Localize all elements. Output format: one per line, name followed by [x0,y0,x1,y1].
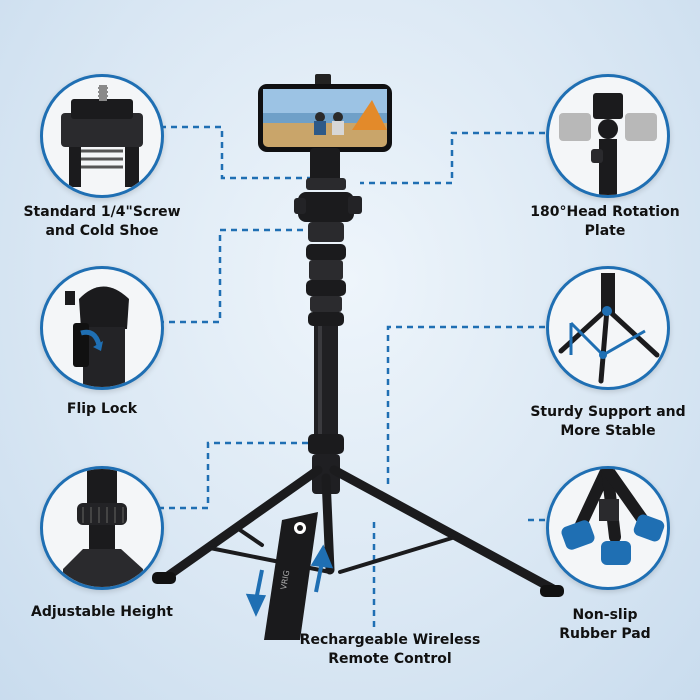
remote-control: VRIG [264,512,318,640]
head-label-line1: 180°Head Rotation [530,204,680,220]
support-label: Sturdy Support and More Stable [518,403,698,441]
flip-lock-label: Flip Lock [14,400,190,419]
head-rotation-label: 180°Head Rotation Plate [515,203,695,241]
support-callout [546,266,670,390]
rubber-pad-callout [546,466,670,590]
pad-label-line1: Non-slip [572,607,638,623]
screw-label-line2: and Cold Shoe [45,223,159,239]
height-arrows [245,544,334,617]
height-label-line1: Adjustable Height [31,604,173,620]
phone-image [258,74,392,152]
head-label-line2: Plate [584,223,626,239]
height-callout [40,466,164,590]
support-label-line1: Sturdy Support and [530,404,686,420]
pad-label: Non-slip Rubber Pad [530,606,680,644]
svg-text:VRIG: VRIG [279,569,291,590]
remote-label-line1: Rechargeable Wireless [299,632,481,648]
screw-label-line1: Standard 1/4"Screw [23,204,181,220]
head-rotation-callout [546,74,670,198]
screw-label: Standard 1/4"Screw and Cold Shoe [14,203,190,241]
remote-label-line2: Remote Control [328,651,452,667]
remote-label: Rechargeable Wireless Remote Control [290,631,490,669]
flip-lock-callout [40,266,164,390]
height-label: Adjustable Height [14,603,190,622]
fliplock-label-line1: Flip Lock [66,401,138,417]
screw-callout [40,74,164,198]
support-label-line2: More Stable [560,423,656,439]
pad-label-line2: Rubber Pad [559,626,651,642]
